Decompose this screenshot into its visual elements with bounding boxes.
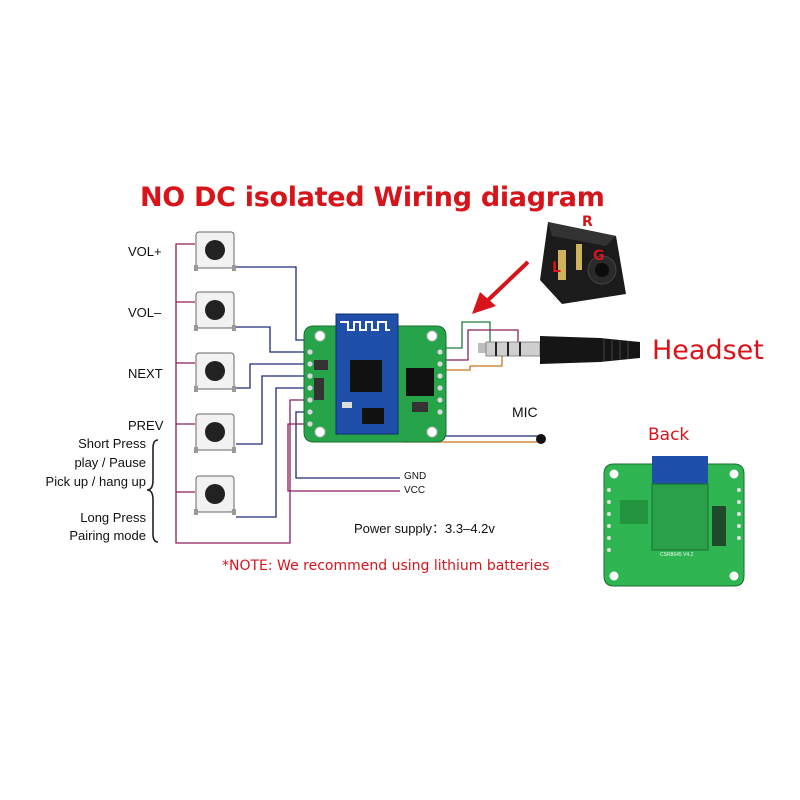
wire-jack-g (444, 356, 503, 371)
jack-letter-l: L (552, 260, 561, 276)
short-press-action-1: play / Pause (74, 455, 146, 470)
power-supply-label: Power supply：3.3–4.2v (354, 521, 495, 536)
back-board (603, 456, 745, 587)
wire-volplus (236, 266, 305, 341)
pin-gnd: GND (404, 471, 427, 482)
wire-prev (236, 375, 305, 445)
wire-jack-l (444, 329, 519, 361)
function-brace (146, 439, 159, 543)
short-press-title: Short Press (78, 436, 146, 451)
wire-func (236, 387, 305, 518)
label-vol-plus: VOL+ (128, 244, 162, 259)
bluetooth-board (303, 313, 447, 443)
wire-common (175, 243, 305, 544)
wire-jack-r (444, 321, 491, 349)
board-marking: CSR8645 V4.2 (660, 552, 694, 558)
battery-note: *NOTE: We recommend using lithium batter… (222, 558, 550, 574)
diagram-title: NO DC isolated Wiring diagram (140, 182, 605, 213)
audio-jack-socket (540, 222, 626, 304)
label-next: NEXT (128, 366, 163, 381)
jack-letter-g: G (593, 248, 605, 264)
wire-next (236, 363, 305, 389)
wire-volminus (236, 326, 305, 353)
short-press-action-2: Pick up / hang up (45, 474, 146, 489)
jack-letter-r: R (582, 214, 593, 230)
red-arrow (472, 260, 530, 314)
label-prev: PREV (128, 418, 164, 433)
long-press-action: Pairing mode (69, 528, 146, 543)
headset-plug (478, 336, 640, 364)
wire-gnd (295, 411, 400, 479)
mic-capsule (536, 434, 546, 444)
wire-vcc (287, 423, 400, 492)
pin-vcc: VCC (404, 485, 426, 496)
long-press-title: Long Press (80, 510, 146, 525)
back-label: Back (648, 425, 690, 445)
tactile-buttons (194, 231, 236, 515)
mic-label: MIC (512, 404, 538, 420)
label-vol-minus: VOL– (128, 305, 162, 320)
headset-label: Headset (652, 335, 764, 366)
